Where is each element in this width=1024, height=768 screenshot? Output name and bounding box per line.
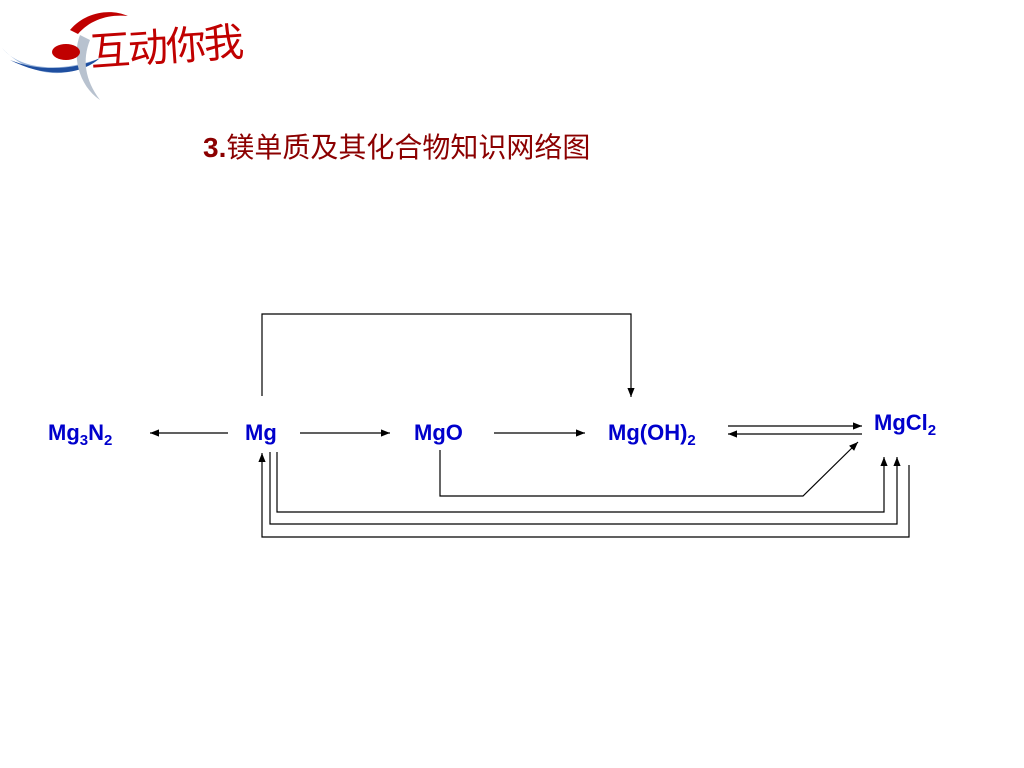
swoosh-blue — [10, 58, 100, 73]
node-mgo-label: MgO — [414, 420, 463, 445]
title-text: 镁单质及其化合物知识网络图 — [226, 131, 591, 164]
logo-swoosh-icon — [2, 12, 128, 100]
node-mg3n2-sub3: 3 — [79, 432, 89, 449]
arrow-mgcl2-to-mg — [258, 453, 910, 538]
swoosh-red-top — [70, 12, 128, 34]
node-mgcl2-main: MgCl — [874, 410, 928, 435]
node-mg3n2-n: N — [88, 420, 104, 445]
node-mgo: MgO — [414, 422, 463, 444]
arrow-mg-to-mgoh2 — [261, 313, 635, 397]
arrow-mg-to-mgcl2-inner — [276, 452, 888, 513]
slide-title: 3.镁单质及其化合物知识网络图 — [203, 126, 590, 166]
node-mg3n2: Mg3N2 — [48, 420, 112, 449]
node-mgoh2-sub2: 2 — [687, 432, 696, 449]
node-mgoh2: Mg(OH)2 — [608, 420, 696, 449]
node-mg3n2-sub2: 2 — [104, 432, 113, 449]
node-mgcl2: MgCl2 — [874, 410, 936, 439]
node-mg3n2-mg: Mg — [48, 420, 80, 445]
node-mgoh2-main: Mg(OH) — [608, 420, 688, 445]
swoosh-grey — [76, 35, 100, 100]
node-mgcl2-sub2: 2 — [927, 422, 937, 439]
arrow-mgo-to-mgcl2 — [439, 441, 859, 497]
title-number: 3. — [203, 132, 227, 163]
node-mg: Mg — [245, 422, 277, 444]
arrow-mg-to-mgcl2-middle — [269, 452, 901, 525]
node-mg-label: Mg — [245, 420, 277, 445]
logo-red-dot — [52, 44, 80, 60]
